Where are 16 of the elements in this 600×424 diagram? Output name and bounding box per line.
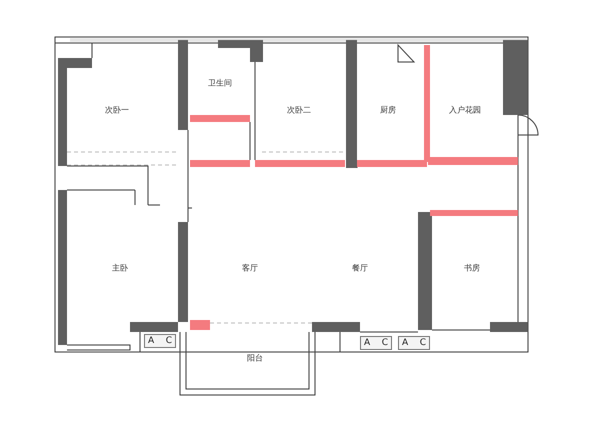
room-label: 客厅 xyxy=(242,262,258,274)
room-label: 次卧一 xyxy=(105,104,129,116)
room-label: 主卧 xyxy=(112,262,128,274)
room-label: 厨房 xyxy=(380,104,396,116)
letter-label: A xyxy=(148,335,154,347)
letter-label: C xyxy=(382,337,388,349)
room-label: 卫生间 xyxy=(208,78,232,88)
room-label: 书房 xyxy=(464,262,480,274)
room-label: 餐厅 xyxy=(352,262,368,274)
letter-label: C xyxy=(166,335,172,347)
letter-label: A xyxy=(402,337,408,349)
room-label: 次卧二 xyxy=(287,104,311,116)
room-label: 阳台 xyxy=(247,352,263,364)
letter-label: A xyxy=(364,337,370,349)
letter-label: C xyxy=(420,337,426,349)
room-label: 入户花园 xyxy=(449,104,481,116)
